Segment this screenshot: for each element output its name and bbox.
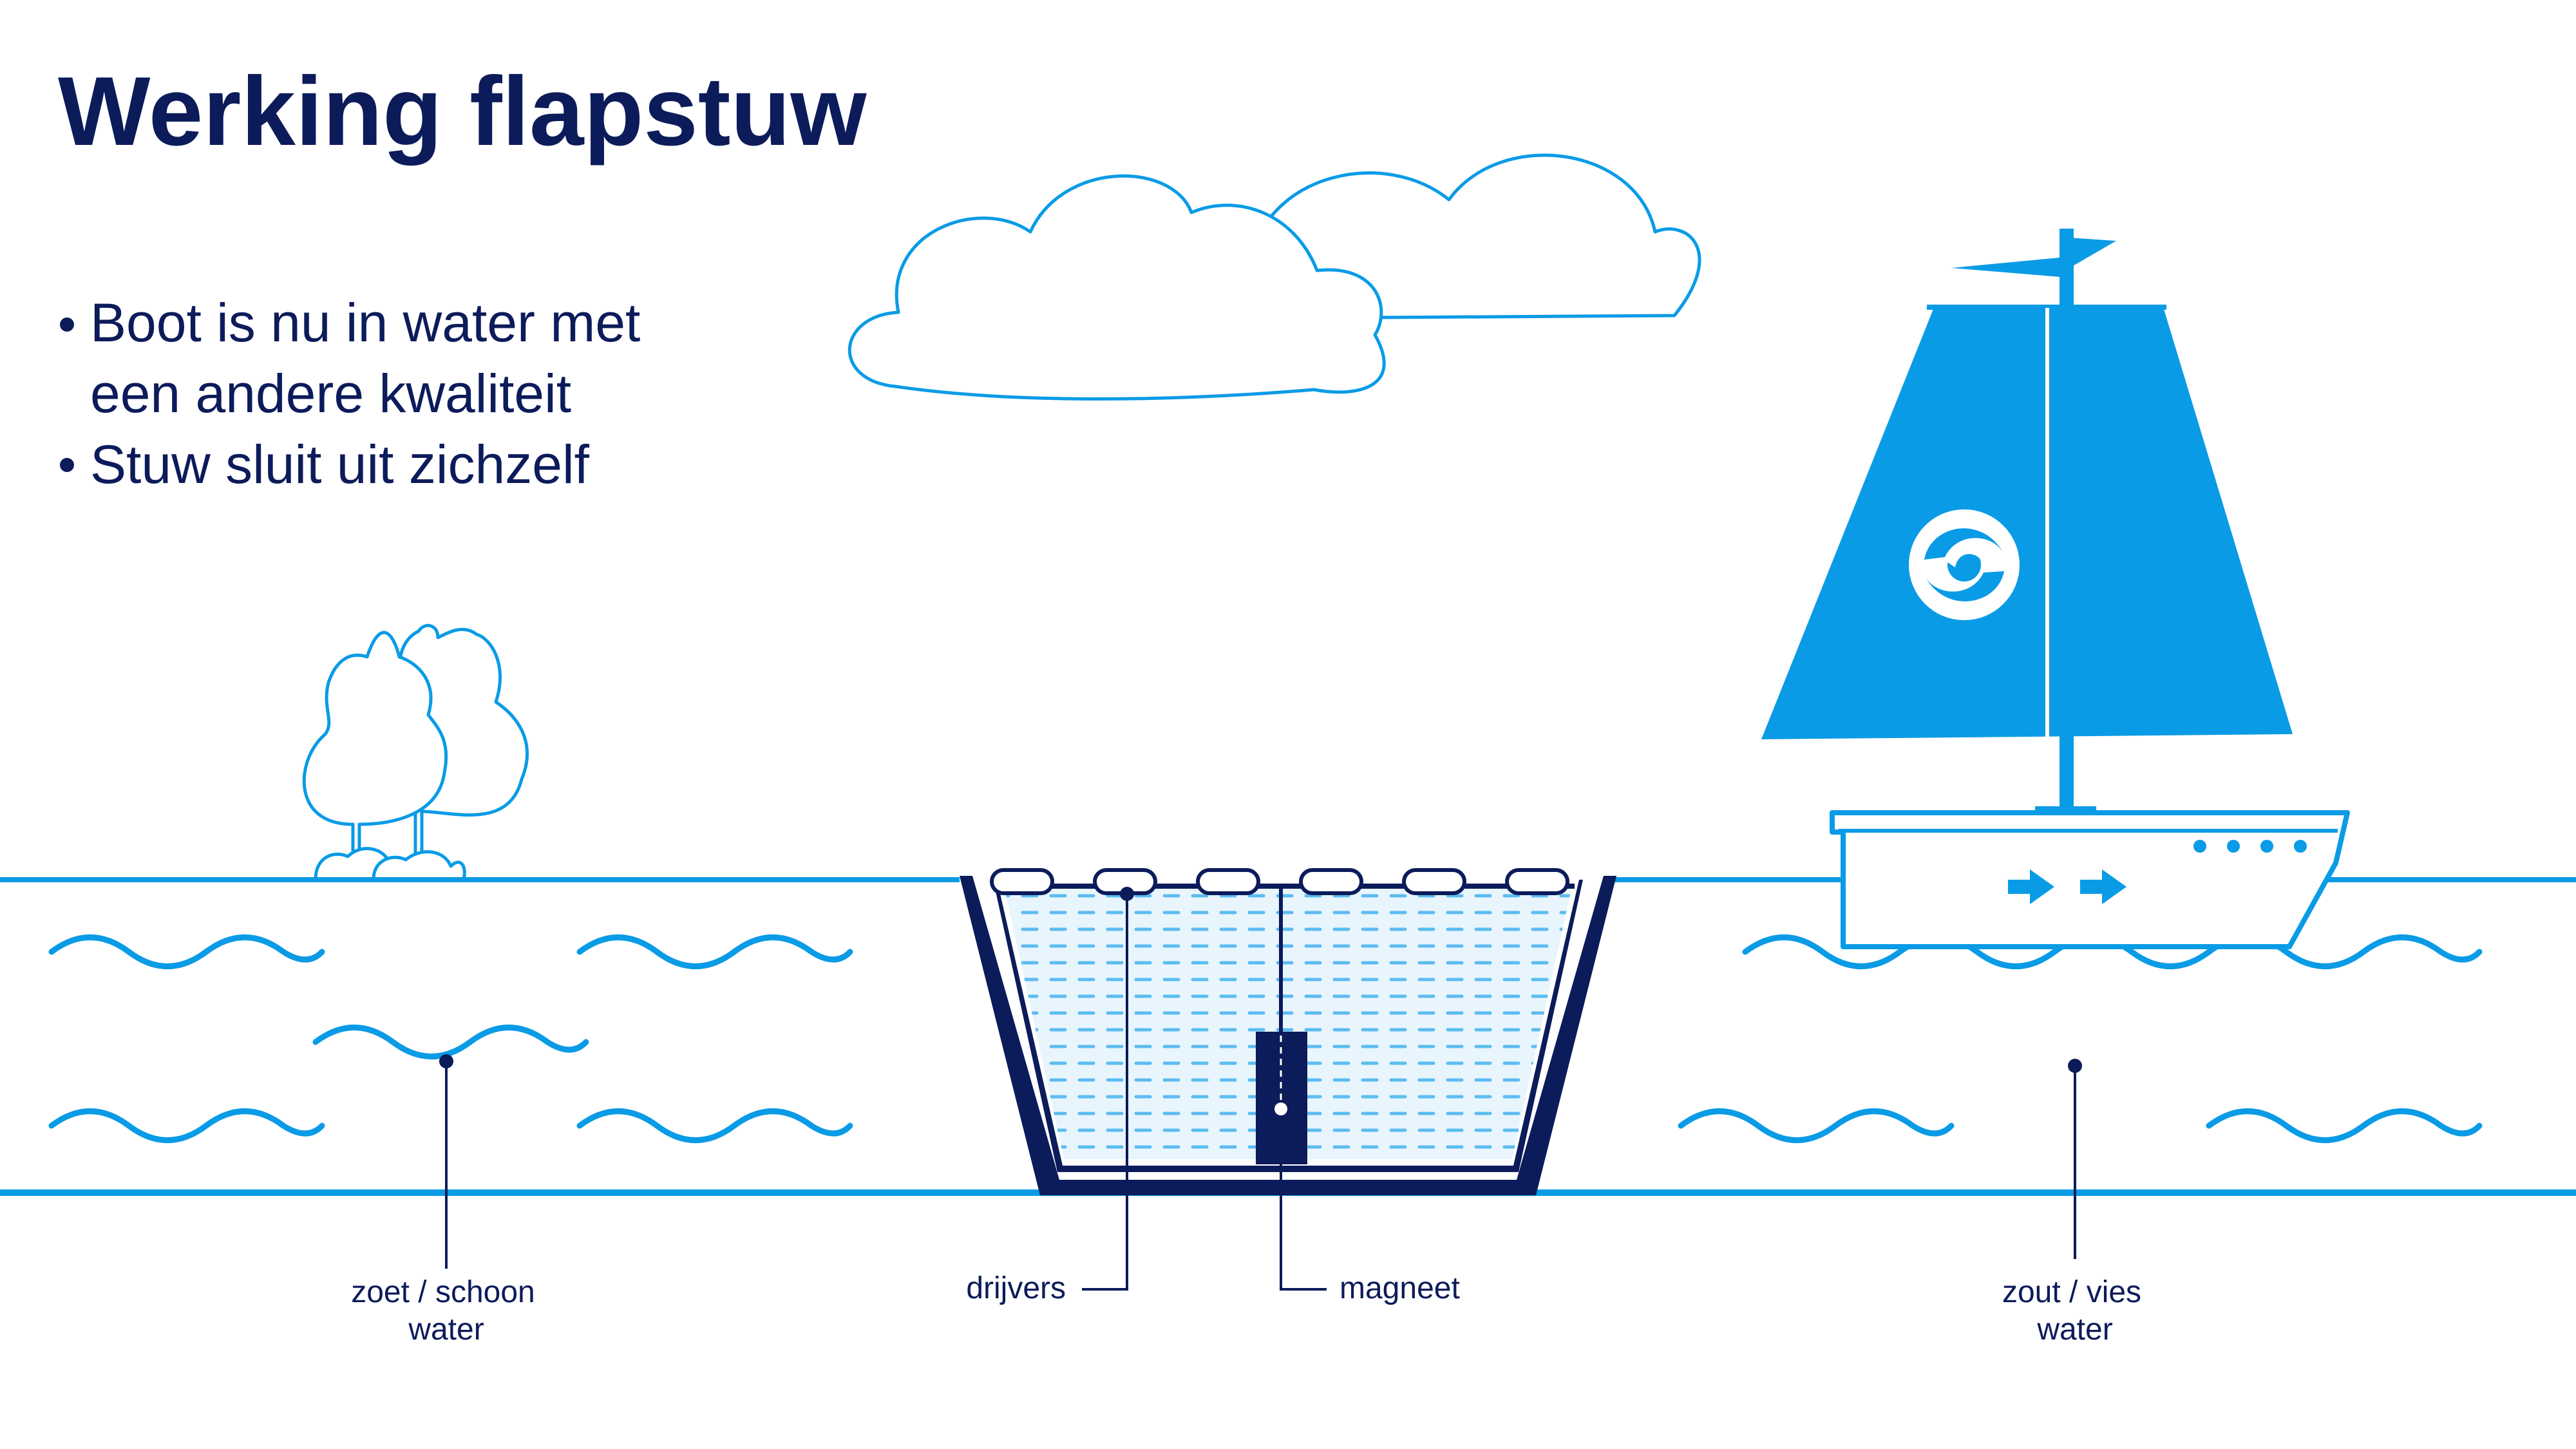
bullet-1-line-2: een andere kwaliteit — [90, 363, 571, 424]
float-icon — [1505, 868, 1569, 895]
bullet-2-line-1: Stuw sluit uit zichzelf — [90, 434, 590, 495]
brand-logo-icon — [1909, 509, 2020, 620]
float-icon — [1299, 868, 1363, 895]
sailboat — [1761, 229, 2350, 949]
weir-water-pattern — [1005, 889, 1571, 1159]
page-title: Werking flapstuw — [58, 57, 867, 166]
label-floats: drijvers — [966, 1271, 1066, 1305]
label-fresh-water-line-1: zoet / schoon — [351, 1275, 535, 1309]
callout-magnet — [1274, 1103, 1327, 1291]
flap-rod — [1279, 886, 1283, 1034]
label-magnet: magneet — [1340, 1271, 1460, 1305]
cloud-icon — [848, 153, 1701, 401]
label-fresh-water-line-2: water — [408, 1312, 484, 1347]
bullet-dot-icon — [60, 458, 74, 472]
flap-weir — [1001, 884, 1575, 889]
callout-floats — [1082, 887, 1134, 1291]
float-icon — [1402, 868, 1466, 895]
arrow-right-icon — [2008, 869, 2054, 904]
bullet-1-line-1: Boot is nu in water met — [90, 292, 640, 353]
sail — [1761, 309, 2293, 739]
trees-icon — [302, 623, 529, 881]
callout-fresh-water — [439, 1054, 453, 1269]
label-salt-water-line-1: zout / vies — [2002, 1275, 2141, 1309]
bullet-list: Boot is nu in water met een andere kwali… — [60, 292, 640, 495]
float-icon — [990, 868, 1054, 895]
bullet-dot-icon — [60, 317, 74, 332]
weir-basin — [960, 868, 1616, 1195]
arrow-right-icon — [2080, 869, 2126, 904]
floats — [990, 868, 1569, 895]
waves-fresh-water — [48, 934, 853, 1143]
basin-inner-wall — [993, 880, 1583, 1172]
portholes — [2193, 840, 2307, 853]
label-salt-water-line-2: water — [2036, 1312, 2112, 1347]
sail-yard — [1927, 305, 2166, 310]
flag-icon — [2060, 237, 2116, 274]
callout-salt-water — [2068, 1059, 2082, 1259]
mast — [2060, 229, 2074, 808]
float-icon — [1196, 868, 1260, 895]
waves-salt-water — [1678, 934, 2483, 1143]
